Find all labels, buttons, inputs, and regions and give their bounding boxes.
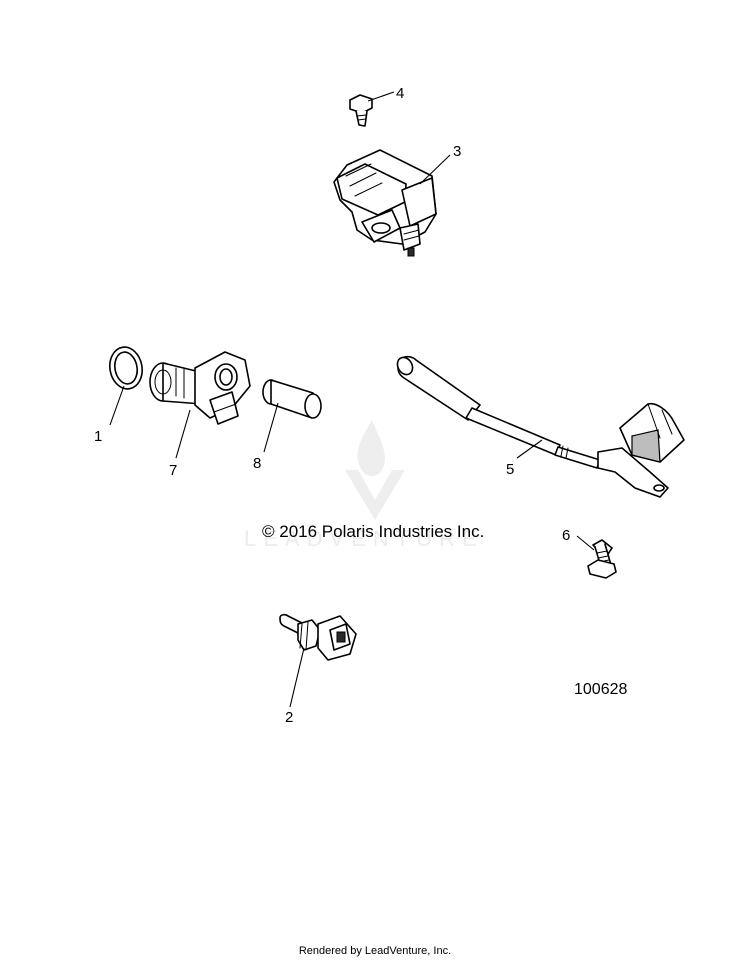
part-3-map-sensor[interactable] — [333, 149, 437, 257]
leader-3 — [419, 154, 451, 185]
leader-6 — [576, 535, 595, 551]
part-4-bolt[interactable] — [349, 94, 373, 127]
callout-6: 6 — [562, 527, 570, 544]
callout-2: 2 — [285, 709, 293, 726]
callout-1: 1 — [94, 428, 102, 445]
part-6-bolt[interactable] — [587, 539, 617, 579]
footer-text: Rendered by LeadVenture, Inc. — [298, 945, 452, 957]
leader-2 — [289, 647, 305, 708]
part-1-o-ring[interactable] — [107, 345, 146, 392]
leader-4 — [367, 91, 395, 102]
callout-7: 7 — [169, 462, 177, 479]
leader-7 — [175, 409, 191, 459]
callout-3: 3 — [453, 143, 461, 160]
leader-8 — [263, 402, 279, 453]
diagram-id: 100628 — [574, 681, 628, 698]
leader-1 — [109, 385, 125, 426]
callout-5: 5 — [506, 461, 514, 478]
watermark-logo — [345, 420, 405, 520]
part-7-cam-sensor[interactable] — [149, 351, 251, 425]
watermark-text: LEADVENTURE — [244, 526, 484, 551]
leader-lines — [109, 91, 595, 708]
leader-5 — [516, 439, 543, 459]
part-2-temp-sensor[interactable] — [279, 613, 357, 661]
part-8-bushing[interactable] — [262, 379, 322, 419]
copyright-text: © 2016 Polaris Industries Inc. — [262, 522, 485, 541]
part-5-speed-sensor[interactable] — [394, 355, 685, 498]
callout-8: 8 — [253, 455, 261, 472]
callout-4: 4 — [396, 85, 404, 102]
